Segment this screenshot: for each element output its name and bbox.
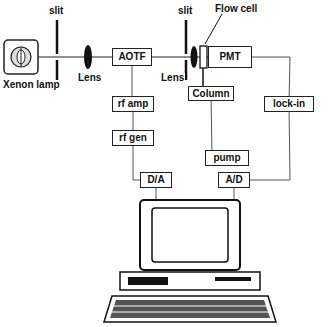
generator-box: rf gen bbox=[112, 130, 154, 146]
node-text: A/D bbox=[225, 175, 242, 185]
node-text: PMT bbox=[219, 52, 240, 62]
part-label: Flow cell bbox=[214, 4, 258, 14]
node-text: rf gen bbox=[119, 133, 147, 143]
detector-box: PMT bbox=[208, 46, 252, 68]
tube bbox=[202, 68, 204, 86]
lock-in-box: lock-in bbox=[264, 96, 314, 112]
pump-box: pump bbox=[205, 150, 249, 166]
converter-box: A/D bbox=[218, 172, 250, 188]
amplifier-box: rf amp bbox=[112, 96, 154, 112]
node-text: lock-in bbox=[273, 99, 305, 109]
connector bbox=[250, 112, 290, 180]
flow-cell bbox=[200, 46, 207, 68]
slit bbox=[56, 20, 59, 80]
slit-label: slit bbox=[48, 6, 64, 16]
xenon-lamp bbox=[4, 40, 38, 74]
lens bbox=[191, 46, 198, 68]
lamp-label: Xenon lamp bbox=[2, 80, 61, 90]
node-text: pump bbox=[213, 153, 240, 163]
connector bbox=[133, 146, 140, 180]
column-box: Column bbox=[188, 86, 234, 101]
node-text: rf amp bbox=[118, 99, 149, 109]
connector bbox=[252, 57, 290, 96]
lens-label: Lens bbox=[77, 73, 102, 83]
lens bbox=[84, 45, 92, 69]
node-text: D/A bbox=[147, 175, 164, 185]
slit-label: slit bbox=[177, 6, 193, 16]
slit bbox=[185, 20, 188, 80]
converter-box: D/A bbox=[140, 172, 172, 188]
leader-line bbox=[205, 14, 222, 44]
connector bbox=[132, 66, 133, 96]
lens-label: Lens bbox=[160, 73, 185, 83]
connector bbox=[133, 112, 134, 130]
node-text: Column bbox=[192, 89, 229, 99]
wire bbox=[234, 188, 235, 200]
wire bbox=[156, 188, 157, 200]
computer bbox=[104, 200, 276, 322]
filter-box: AOTF bbox=[112, 48, 152, 66]
node-text: AOTF bbox=[118, 52, 145, 62]
